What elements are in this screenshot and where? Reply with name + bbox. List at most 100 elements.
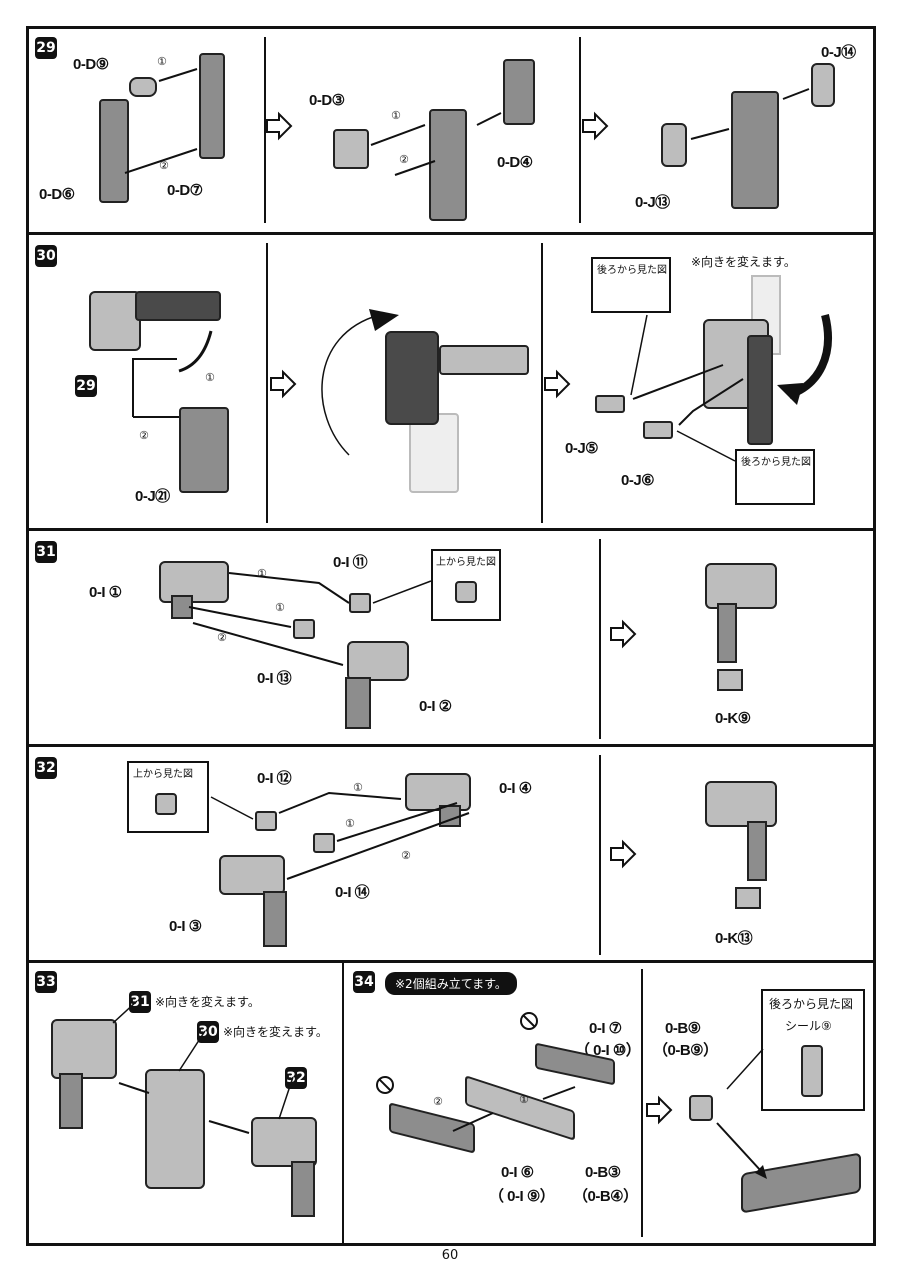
divider: [641, 969, 643, 1237]
part-leg: [345, 677, 371, 729]
part-foot: [735, 887, 761, 909]
step-33-34: 33 31 ※向きを変えます。 30 ※向きを変えます。 32 34 ※2個組み…: [29, 963, 873, 1243]
order-marker: ②: [139, 429, 149, 442]
order-marker: ②: [433, 1095, 443, 1108]
part-cap: [811, 63, 835, 107]
assembly-arrows: [690, 88, 810, 140]
divider: [599, 755, 601, 955]
part-foot: [717, 669, 743, 691]
part-label: 0-B⑨: [665, 1020, 701, 1037]
part-small: [595, 395, 625, 413]
inset-caption: 後ろから見た図: [769, 997, 854, 1011]
part-left-leg: [59, 1073, 83, 1129]
assembly-arrows: [630, 314, 744, 462]
part-label: 0-J⑬: [635, 194, 670, 211]
quantity-badge: ※2個組み立てます。: [385, 972, 517, 995]
step-number: 32: [35, 757, 57, 779]
step-number: 33: [35, 971, 57, 993]
page-number: 60: [441, 1248, 459, 1263]
assembly-arrows: [210, 791, 470, 880]
divider: [266, 243, 268, 523]
part-cube-top: [155, 793, 177, 815]
part-label: 0-I ⑦: [589, 1020, 622, 1037]
part-label: 0-D③: [309, 92, 345, 109]
inset-caption: 上から見た図: [133, 769, 193, 780]
part-label: 0-I ⑥: [501, 1164, 534, 1181]
part-right-leg: [291, 1161, 315, 1217]
part-label: 0-I ⑬: [257, 670, 292, 687]
top-view-inset: 上から見た図: [127, 761, 209, 833]
part-assembly: [385, 331, 439, 425]
part-cube: [293, 619, 315, 639]
assembly-arrows: [124, 68, 198, 174]
part-label: 0-I ⑭: [335, 884, 370, 901]
part-label: 0-D⑨: [73, 56, 109, 73]
part-shoulder: [89, 291, 141, 351]
assembly-arrows: [452, 1086, 576, 1132]
part-label: 0-J⑭: [821, 44, 856, 61]
next-arrow-icon: [270, 369, 297, 399]
part-label: 0-D⑥: [39, 186, 75, 203]
part-label: 0-I ④: [499, 780, 532, 797]
no-cement-icon: [520, 1012, 538, 1030]
order-marker: ①: [157, 55, 167, 68]
part-base-ghost: [409, 413, 459, 493]
part-cube-top: [455, 581, 477, 603]
part-assembled: [705, 781, 777, 827]
part-left-unit: [51, 1019, 117, 1079]
part-label: 0-I ①: [89, 584, 122, 601]
part-label: 0-I ②: [419, 698, 452, 715]
part-arm: [439, 345, 529, 375]
part-cube: [349, 593, 371, 613]
rotate-arrow-icon: [777, 314, 832, 405]
part-leg: [717, 603, 737, 663]
top-view-inset: 上から見た図: [431, 549, 501, 621]
step-number: 30: [35, 245, 57, 267]
step-29: 29 0-D⑨ 0-D⑥ 0-D⑦ ① ② 0-D③ 0-D④ ① ②: [29, 29, 873, 235]
instruction-page: 29 0-D⑨ 0-D⑥ 0-D⑦ ① ② 0-D③ 0-D④ ① ②: [26, 26, 876, 1246]
part-back: [747, 335, 773, 445]
divider: [599, 539, 601, 739]
part-label: 0-K⑬: [715, 930, 753, 947]
part-cap: [661, 123, 687, 167]
divider: [541, 243, 543, 523]
sticker-position: [801, 1045, 823, 1097]
part-small: [643, 421, 673, 439]
part-label: 0-I ⑫: [257, 770, 292, 787]
order-marker: ①: [391, 109, 401, 122]
part-arm: [99, 99, 129, 203]
ref-step-31: 31: [129, 991, 151, 1013]
back-view-inset: 後ろから見た図: [591, 257, 671, 313]
part-body: [731, 91, 779, 209]
step-number: 31: [35, 541, 57, 563]
order-marker: ①: [353, 781, 363, 794]
part-chest: [159, 561, 229, 603]
order-marker: ②: [217, 631, 227, 644]
rotate-note: ※向きを変えます。: [155, 995, 260, 1009]
part-base: [179, 407, 229, 493]
part-joint: [333, 129, 369, 169]
assembly-arrows: [370, 112, 502, 176]
ref-step-30: 30: [197, 1021, 219, 1043]
part-label: 0-J⑤: [565, 440, 599, 457]
part-peg: [129, 77, 157, 97]
part-leg: [747, 821, 767, 881]
divider: [264, 37, 266, 223]
divider: [579, 37, 581, 223]
part-claw: [135, 291, 221, 321]
part-label: 0-J㉑: [135, 488, 170, 505]
part-small-cap: [689, 1095, 713, 1121]
part-label: （0-B⑨）: [653, 1042, 718, 1059]
part-label: 0-D⑦: [167, 182, 203, 199]
rotate-arrow-icon: [321, 309, 399, 456]
rotate-note: ※向きを変えます。: [223, 1025, 328, 1039]
next-arrow-icon: [610, 619, 637, 649]
assembly-arrows: [716, 1048, 767, 1179]
part-assembled: [705, 563, 777, 609]
order-marker: ①: [519, 1093, 529, 1106]
part-label: 0-K⑨: [715, 710, 751, 727]
order-marker: ②: [399, 153, 409, 166]
step-number: 29: [35, 37, 57, 59]
part-cube: [255, 811, 277, 831]
ref-step-29: 29: [75, 375, 97, 397]
